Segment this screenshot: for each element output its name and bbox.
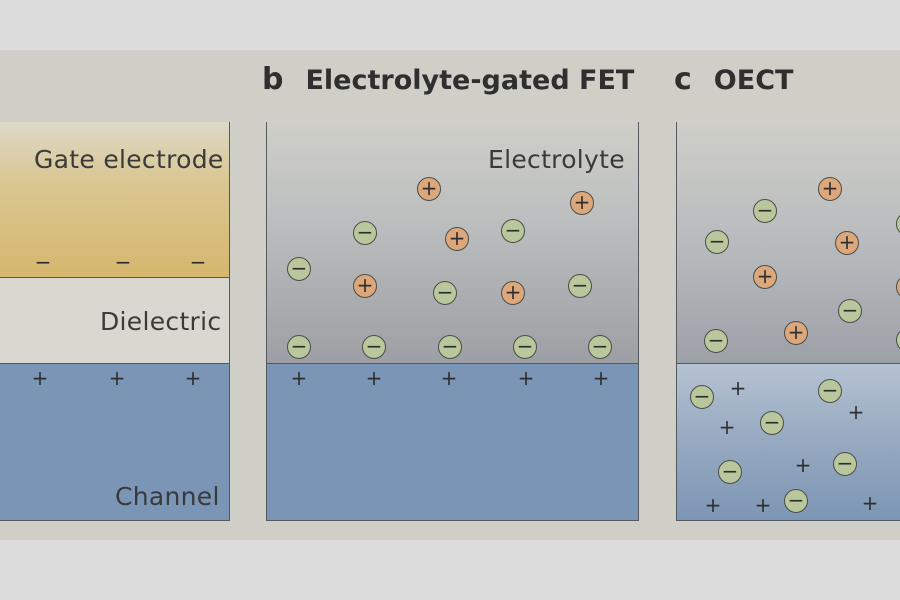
cation-ion: + [784,321,808,345]
anion-ion: − [753,199,777,223]
hole-plus-charge: + [704,493,722,517]
anion-ion: − [896,212,900,236]
gate-minus-charge: − [34,250,52,274]
cation-ion: + [753,265,777,289]
channel-layer: + + + Channel [0,364,229,520]
anion-ion: − [818,379,842,403]
gate-electrode-label: Gate electrode [34,145,224,174]
anion-ion: − [438,335,462,359]
cation-ion: + [835,231,859,255]
panel-b-letter: b [262,62,284,97]
panel-b-title: b Electrolyte-gated FET [262,62,634,97]
hole-plus-charge: + [847,400,865,424]
channel-plus-charge: + [108,366,126,390]
channel-plus-charge: + [184,366,202,390]
dielectric-layer: Dielectric [0,278,229,364]
panel-a: Gate electrode − − − Dielectric + + + Ch… [0,122,230,521]
gate-minus-charge: − [114,250,132,274]
anion-ion: − [704,329,728,353]
panel-c: + − − − + + + − + − − − + − + + − − + − … [676,122,900,521]
hole-plus-charge: + [794,453,812,477]
anion-ion: − [353,221,377,245]
channel-plus-charge: + [31,366,49,390]
ion-permeable-channel-layer: − + − + + − − + − + + − + [677,364,900,520]
anion-ion: − [838,299,862,323]
anion-ion: − [362,335,386,359]
anion-ion: − [690,385,714,409]
anion-ion: − [588,335,612,359]
hole-plus-charge: + [861,491,879,515]
anion-ion: − [718,460,742,484]
anion-ion: − [287,257,311,281]
cation-ion: + [818,177,842,201]
anion-ion: − [833,452,857,476]
anion-ion: − [513,335,537,359]
electrolyte-label: Electrolyte [488,145,625,174]
anion-ion: − [896,328,900,352]
channel-plus-charge: + [517,366,535,390]
anion-ion: − [568,274,592,298]
anion-ion: − [760,411,784,435]
cation-ion: + [896,275,900,299]
dielectric-label: Dielectric [100,307,222,336]
cation-ion: + [445,227,469,251]
cation-ion: + [417,177,441,201]
panel-c-heading: OECT [713,65,794,96]
electrolyte-layer: Electrolyte + + − + − − + − + − − − − − … [267,122,638,364]
hole-plus-charge: + [729,376,747,400]
electrolyte-layer: + − − − + + + − + − − [677,122,900,364]
panel-b: Electrolyte + + − + − − + − + − − − − − … [266,122,639,521]
panel-b-heading: Electrolyte-gated FET [305,65,635,96]
panel-c-letter: c [674,62,692,97]
panel-c-title: c OECT [674,62,793,97]
anion-ion: − [784,489,808,513]
anion-ion: − [287,335,311,359]
cation-ion: + [570,191,594,215]
channel-plus-charge: + [440,366,458,390]
cation-ion: + [501,281,525,305]
channel-plus-charge: + [592,366,610,390]
anion-ion: − [501,219,525,243]
anion-ion: − [433,281,457,305]
channel-layer: + + + + + [267,364,638,520]
hole-plus-charge: + [754,493,772,517]
hole-plus-charge: + [718,415,736,439]
channel-plus-charge: + [290,366,308,390]
cation-ion: + [353,274,377,298]
gate-electrode-layer: Gate electrode − − − [0,122,229,278]
channel-plus-charge: + [365,366,383,390]
channel-label: Channel [115,482,220,511]
anion-ion: − [705,230,729,254]
gate-minus-charge: − [189,250,207,274]
